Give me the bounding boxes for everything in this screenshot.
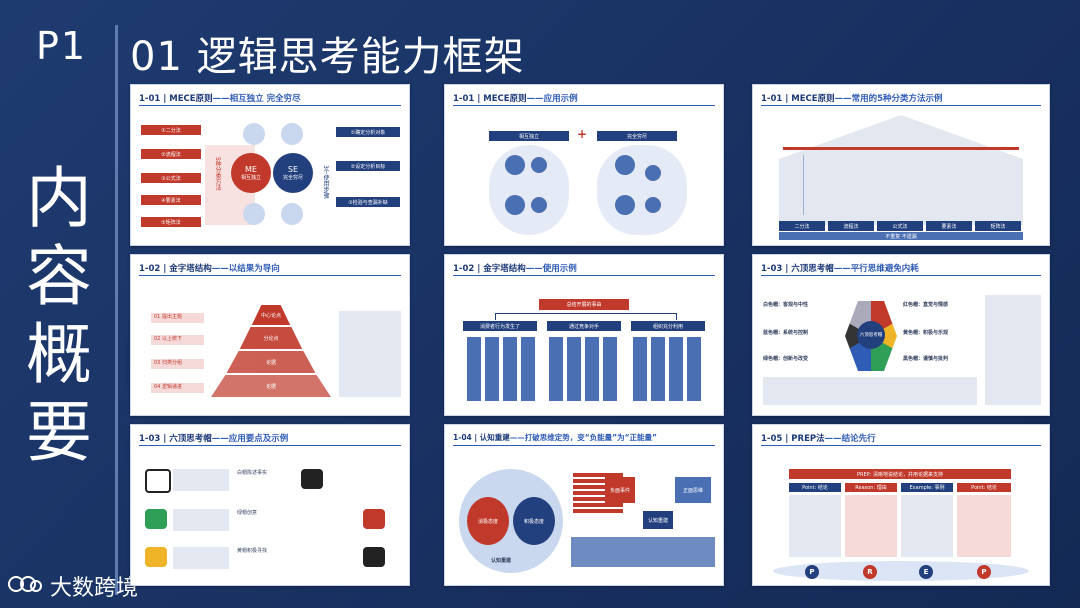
card-rule bbox=[139, 445, 401, 446]
negative-head: 消极态度 bbox=[467, 497, 509, 545]
process-step: 认知重建 bbox=[643, 511, 673, 529]
prep-column: Point: 结论 bbox=[957, 483, 1011, 492]
pyramid-level: 论据 bbox=[211, 375, 331, 397]
right-item: ①确定分析对象 bbox=[336, 127, 400, 137]
card-rule bbox=[453, 275, 715, 276]
card-rule bbox=[761, 275, 1041, 276]
left-item: ①二分法 bbox=[141, 125, 201, 135]
positive-head: 积极态度 bbox=[513, 497, 555, 545]
exhaustive-header: 完全穷尽 bbox=[597, 131, 677, 141]
card-title: 1-01 | MECE原则——应用示例 bbox=[453, 94, 578, 104]
prep-banner: PREP: 清晰地说结论，并用论据来支持 bbox=[789, 469, 1011, 479]
footer-banner: 不重复 不遗漏 bbox=[779, 232, 1023, 240]
card-rule bbox=[761, 105, 1041, 106]
card-title: 1-02 | 金字塔结构——以结果为导向 bbox=[139, 264, 280, 274]
reframe-label: 认知重建 bbox=[491, 558, 512, 564]
method-tab: 矩阵法 bbox=[975, 221, 1021, 231]
step-label: 02 以上统下 bbox=[151, 335, 204, 345]
divider-line bbox=[115, 25, 118, 595]
pyramid-level: 论据 bbox=[226, 351, 316, 373]
black-hat-icon bbox=[363, 547, 385, 567]
left-item: ④要素法 bbox=[141, 195, 201, 205]
card-six-hats[interactable]: 1-03 | 六顶思考帽——平行思维避免内耗 白色帽：客观与中性 蓝色帽：系统与… bbox=[752, 254, 1050, 416]
slide-title: 01 逻辑思考能力框架 bbox=[130, 34, 525, 80]
hat-center: 六顶思考帽 bbox=[857, 321, 885, 349]
brand-logo: 大数跨境 bbox=[8, 570, 138, 602]
branch-box: 通过竞争对手 bbox=[547, 321, 621, 331]
card-rule bbox=[761, 445, 1041, 446]
brand-logo-icon bbox=[8, 572, 44, 600]
method-tab: 要素法 bbox=[926, 221, 972, 231]
pyramid-level: 分论点 bbox=[239, 327, 303, 349]
prep-letter: R bbox=[863, 565, 877, 579]
card-title: 1-02 | 金字塔结构——使用示例 bbox=[453, 264, 577, 274]
card-mece-principle[interactable]: 1-01 | MECE原则——相互独立 完全穷尽 ①二分法 ②流程法 ③公式法 … bbox=[130, 84, 410, 246]
card-title: 1-01 | MECE原则——相互独立 完全穷尽 bbox=[139, 94, 301, 104]
step-label: 03 归类分组 bbox=[151, 359, 204, 369]
prep-letter: P bbox=[805, 565, 819, 579]
card-rule bbox=[453, 105, 715, 106]
prep-column: Point: 结论 bbox=[789, 483, 841, 492]
card-pyramid-example[interactable]: 1-02 | 金字塔结构——使用示例 总结开展的事由 消费者行为发生了 通过竞争… bbox=[444, 254, 724, 416]
left-item: ③公式法 bbox=[141, 173, 201, 183]
card-mece-example[interactable]: 1-01 | MECE原则——应用示例 相互独立 + 完全穷尽 bbox=[444, 84, 724, 246]
right-item: ③检验与查漏补缺 bbox=[336, 197, 400, 207]
card-title: 1-05 | PREP法——结论先行 bbox=[761, 434, 876, 444]
hat-label: 黑色帽：谨慎与批判 bbox=[903, 356, 949, 362]
hat-example-label: 黄帽积极寻找 bbox=[237, 548, 268, 554]
card-cognitive-reframing[interactable]: 1-04 | 认知重建——打破思维定势，变“负能量”为“正能量” 消极态度 积极… bbox=[444, 424, 724, 586]
hat-label: 黄色帽：积极与乐观 bbox=[903, 330, 949, 336]
process-step: 负面事件 bbox=[605, 477, 635, 503]
green-hat-icon bbox=[145, 509, 167, 529]
pyramid-level: 中心论点 bbox=[251, 305, 291, 325]
left-vertical-label: 5种分类方法 bbox=[214, 157, 221, 191]
branch-box: 组织充分利用 bbox=[631, 321, 705, 331]
card-grid: 1-01 | MECE原则——相互独立 完全穷尽 ①二分法 ②流程法 ③公式法 … bbox=[130, 84, 1050, 586]
red-hat-icon bbox=[363, 509, 385, 529]
side-title: 内容概要 bbox=[26, 160, 92, 471]
card-rule bbox=[139, 105, 401, 106]
top-box: 总结开展的事由 bbox=[539, 299, 629, 310]
black-hat-icon bbox=[301, 469, 323, 489]
hat-label: 红色帽：直觉与情感 bbox=[903, 302, 949, 308]
hat-label: 白色帽：客观与中性 bbox=[763, 302, 809, 308]
card-title: 1-03 | 六顶思考帽——平行思维避免内耗 bbox=[761, 264, 919, 274]
card-rule bbox=[139, 275, 401, 276]
plus-sign: + bbox=[577, 127, 588, 141]
white-hat-icon bbox=[145, 469, 171, 493]
left-item: ②流程法 bbox=[141, 149, 201, 159]
card-pyramid-principle[interactable]: 1-02 | 金字塔结构——以结果为导向 01 提出主题 02 以上统下 03 … bbox=[130, 254, 410, 416]
left-item: ⑤矩阵法 bbox=[141, 217, 201, 227]
prep-letter: P bbox=[977, 565, 991, 579]
card-mece-classification[interactable]: 1-01 | MECE原则——常用的5种分类方法示例 二分法 流程法 公式法 要… bbox=[752, 84, 1050, 246]
method-tab: 二分法 bbox=[779, 221, 825, 231]
hat-label: 绿色帽：创新与改变 bbox=[763, 356, 809, 362]
card-title: 1-03 | 六顶思考帽——应用要点及示例 bbox=[139, 434, 289, 444]
prep-column: Reason: 理由 bbox=[845, 483, 897, 492]
process-step: 正面思维 bbox=[675, 477, 711, 503]
step-label: 04 逻辑递进 bbox=[151, 383, 204, 393]
prep-letter: E bbox=[919, 565, 933, 579]
hat-label: 蓝色帽：系统与控制 bbox=[763, 330, 809, 336]
method-tab: 公式法 bbox=[877, 221, 923, 231]
card-six-hats-example[interactable]: 1-03 | 六顶思考帽——应用要点及示例 白帽陈述事实 绿帽创意 黄帽积极寻找 bbox=[130, 424, 410, 586]
card-title: 1-04 | 认知重建——打破思维定势，变“负能量”为“正能量” bbox=[453, 433, 657, 442]
card-title: 1-01 | MECE原则——常用的5种分类方法示例 bbox=[761, 94, 943, 104]
brand-name: 大数跨境 bbox=[50, 576, 139, 601]
right-vertical-label: 3个使用步骤 bbox=[322, 165, 329, 199]
page-label: P1 bbox=[36, 24, 88, 68]
step-label: 01 提出主题 bbox=[151, 313, 204, 323]
yellow-hat-icon bbox=[145, 547, 167, 567]
independent-header: 相互独立 bbox=[489, 131, 569, 141]
card-rule bbox=[453, 445, 715, 446]
right-item: ②设定分析目标 bbox=[336, 161, 400, 171]
card-prep-method[interactable]: 1-05 | PREP法——结论先行 PREP: 清晰地说结论，并用论据来支持 … bbox=[752, 424, 1050, 586]
branch-box: 消费者行为发生了 bbox=[463, 321, 537, 331]
hat-example-label: 白帽陈述事实 bbox=[237, 470, 268, 476]
prep-column: Example: 事例 bbox=[901, 483, 953, 492]
hat-example-label: 绿帽创意 bbox=[237, 510, 258, 516]
method-tab: 流程法 bbox=[828, 221, 874, 231]
